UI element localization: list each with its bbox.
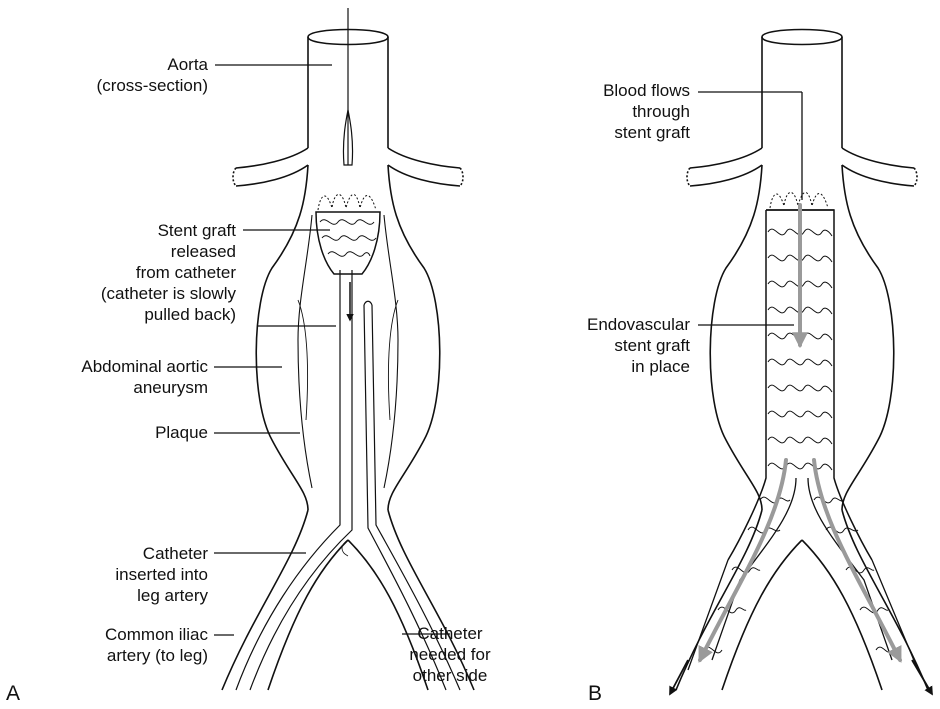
catheter-left: [236, 270, 352, 690]
panel-letter-a: A: [6, 682, 20, 706]
label-stent-graft-released: Stent graft released from catheter (cath…: [101, 220, 236, 325]
aneurysm-left-wall: [256, 165, 308, 510]
blood-flow-exit-arrows: [670, 660, 932, 694]
label-catheter-inserted: Catheter inserted into leg artery: [115, 543, 208, 606]
plaque-right: [384, 215, 398, 488]
renal-branch-left: [236, 148, 308, 186]
label-plaque: Plaque: [155, 422, 208, 443]
label-aorta: Aorta (cross-section): [97, 54, 208, 96]
panel-a-illustration: [222, 8, 474, 690]
stent-cone: [316, 212, 380, 274]
renal-branch-right: [388, 148, 460, 186]
aneurysm-right-wall: [388, 165, 440, 510]
iliac-left-inner: [268, 540, 348, 690]
panel-a-leaders: [214, 65, 450, 635]
label-common-iliac-artery: Common iliac artery (to leg): [105, 624, 208, 666]
label-blood-flows: Blood flows through stent graft: [603, 80, 690, 143]
label-catheter-other-side: Catheter needed for other side: [390, 623, 510, 686]
label-endovascular-stent-graft: Endovascular stent graft in place: [587, 314, 690, 377]
panel-letter-b: B: [588, 682, 602, 706]
aneurysm-b-left-wall: [710, 165, 762, 510]
label-abdominal-aortic-aneurysm: Abdominal aortic aneurysm: [81, 356, 208, 398]
plaque-left: [298, 215, 312, 488]
aorta-b-top-opening: [762, 30, 842, 45]
panel-b-leaders: [698, 92, 802, 325]
blood-flow-arrows: [700, 205, 900, 660]
aneurysm-b-right-wall: [842, 165, 894, 510]
